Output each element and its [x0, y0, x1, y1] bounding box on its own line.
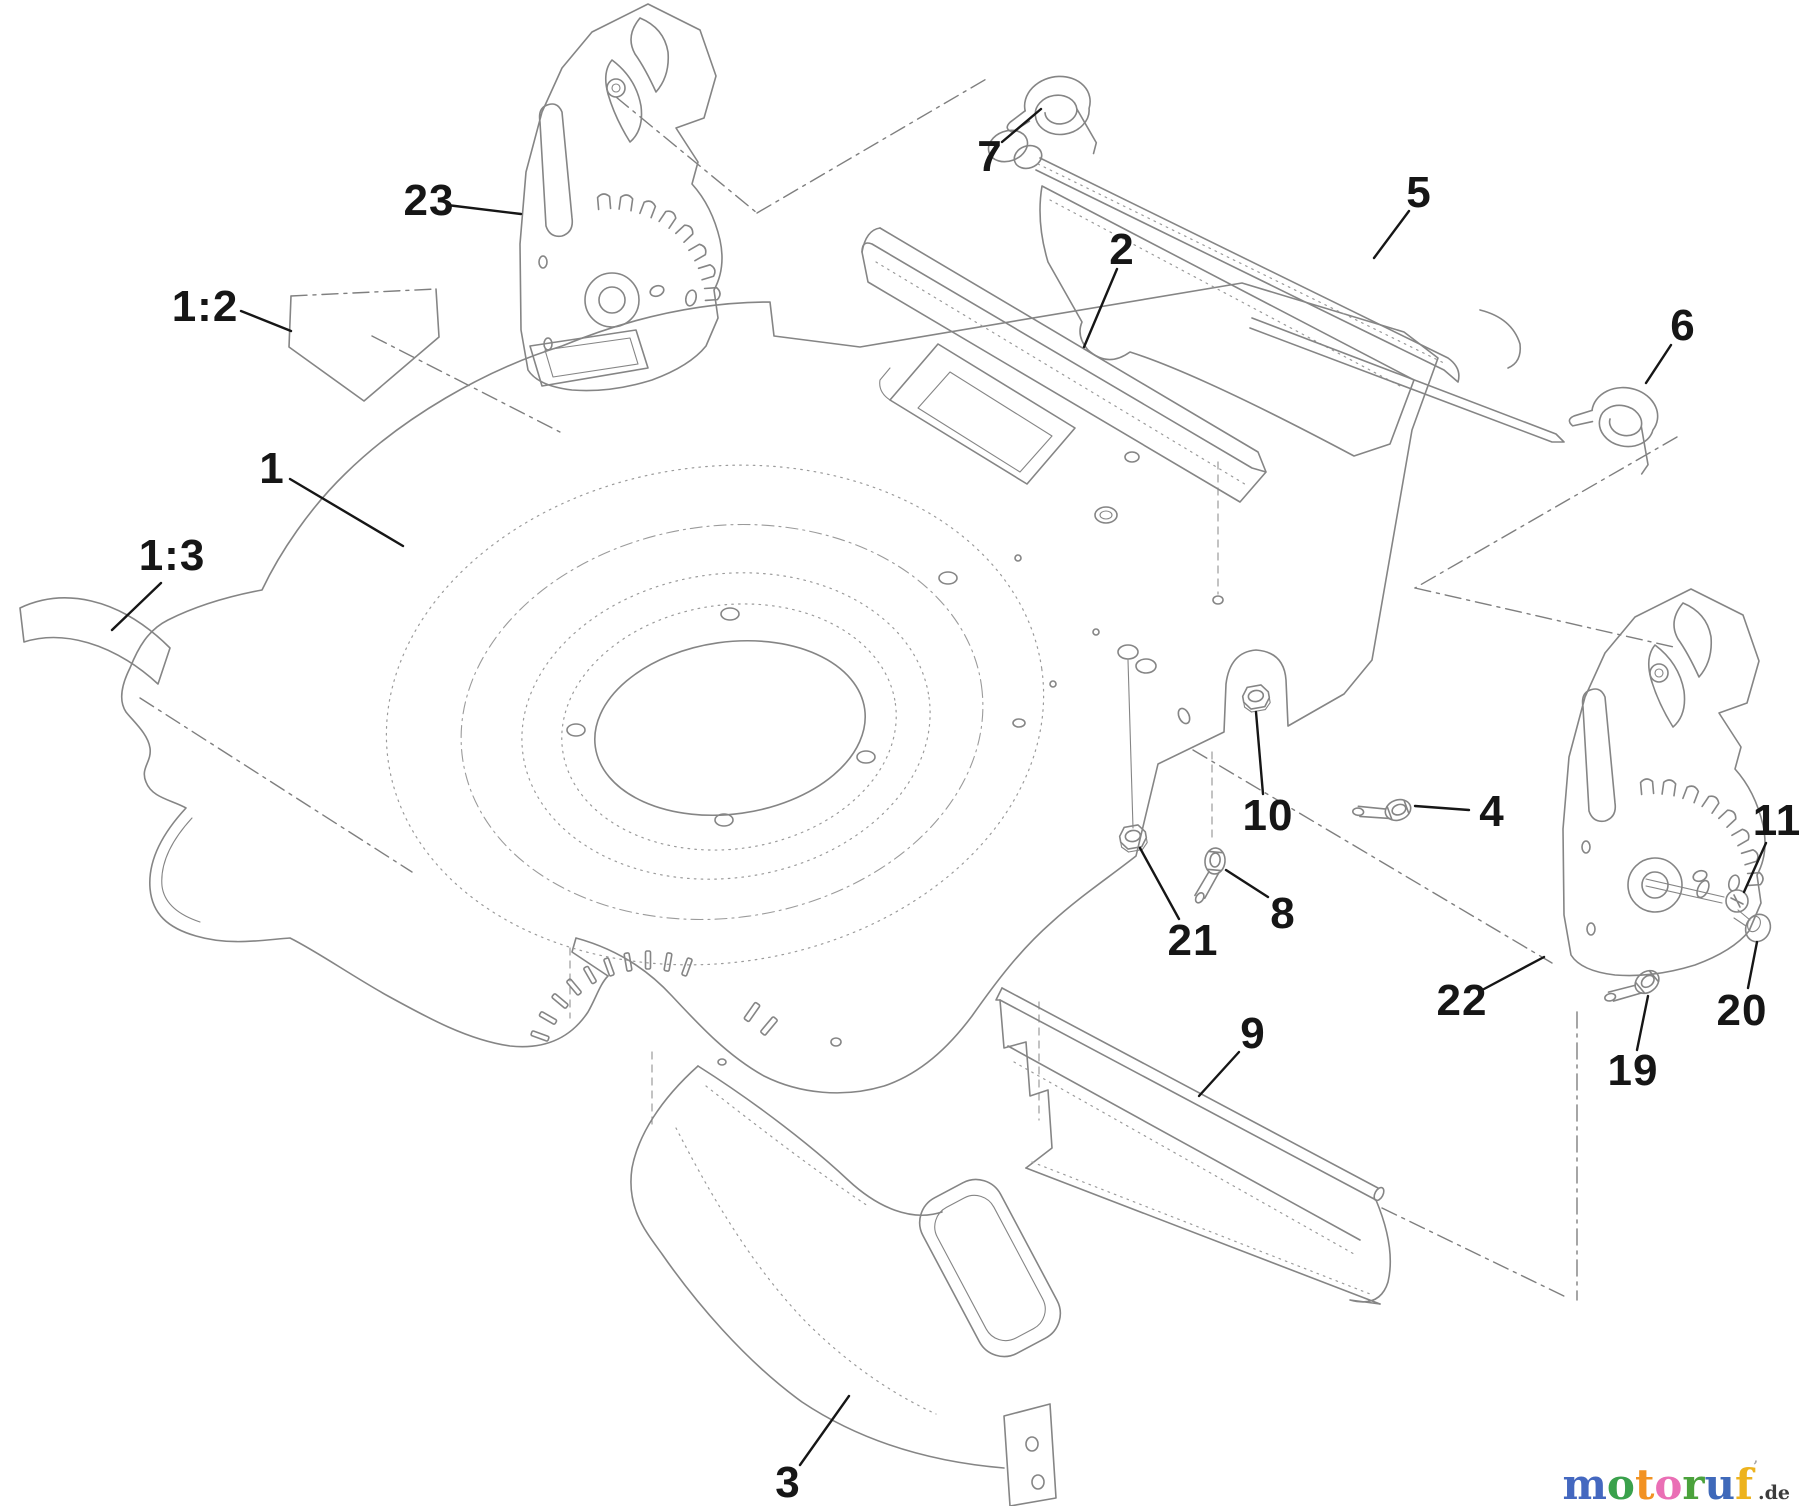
- fastener-knob-20: [1733, 909, 1772, 943]
- logo-letter: o: [1606, 1460, 1635, 1506]
- logo-letter: t: [1634, 1460, 1655, 1506]
- callout-label-1-2: 1:2: [171, 282, 239, 331]
- leader-line-22: [1482, 955, 1546, 991]
- fastener-bolt-19: [1600, 959, 1665, 1020]
- part-discharge-chute: [630, 1065, 1062, 1506]
- logo-letter: m: [1562, 1460, 1607, 1506]
- callout-label-10: 10: [1242, 791, 1294, 840]
- leader-line-2: [1082, 267, 1119, 349]
- leader-line-6: [1644, 343, 1673, 385]
- part-front-baffle: [861, 227, 1267, 503]
- part-decal-1-3: [19, 597, 171, 685]
- leader-line-19: [1635, 994, 1650, 1052]
- fastener-bolt-4: [1349, 788, 1415, 836]
- callout-label-21: 21: [1167, 916, 1219, 965]
- construction-lines: [139, 77, 1679, 1301]
- fastener-screw-11: [1645, 878, 1749, 913]
- logo-letter: o: [1654, 1460, 1683, 1506]
- fastener-bolt-8: [1192, 845, 1227, 907]
- callout-leader-lines: [110, 107, 1768, 1467]
- callout-label-20: 20: [1716, 986, 1768, 1035]
- leader-line-7: [1000, 107, 1043, 144]
- leader-line-21: [1138, 846, 1181, 921]
- callout-label-1-3: 1:3: [138, 531, 206, 580]
- deck-vent-slits: [530, 950, 842, 1066]
- callout-label-1: 1: [259, 444, 285, 493]
- callout-label-6: 6: [1670, 301, 1696, 350]
- part-torsion-spring-right: [1562, 379, 1662, 476]
- callout-label-3: 3: [775, 1458, 801, 1506]
- leader-line-11: [1742, 841, 1768, 894]
- logo-letter: f: [1735, 1460, 1754, 1506]
- leader-line-1-3: [110, 581, 163, 632]
- leader-line-20: [1746, 940, 1759, 990]
- callout-label-2: 2: [1109, 225, 1135, 274]
- logo-suffix: .de: [1758, 1482, 1790, 1504]
- leader-line-10: [1254, 710, 1265, 796]
- leader-line-8: [1224, 868, 1270, 899]
- callout-label-7: 7: [977, 132, 1003, 181]
- leader-line-23: [445, 203, 523, 216]
- leader-line-9: [1197, 1050, 1241, 1098]
- part-main-deck-housing: [120, 282, 1439, 1094]
- logo-letter: r: [1682, 1460, 1705, 1506]
- logo-letter: u: [1704, 1460, 1736, 1506]
- part-rear-baffle: [995, 987, 1392, 1305]
- logo-mark: ’: [1753, 1459, 1758, 1475]
- callout-label-5: 5: [1406, 168, 1432, 217]
- motoruf-logo[interactable]: motoruf’.de: [1562, 1460, 1790, 1506]
- callout-label-11: 11: [1752, 796, 1800, 845]
- callout-label-22: 22: [1436, 976, 1488, 1025]
- callout-label-19: 19: [1607, 1046, 1659, 1095]
- callout-label-9: 9: [1240, 1009, 1266, 1058]
- part-decal-1-2: [288, 288, 440, 402]
- callout-label-23: 23: [403, 176, 455, 225]
- fastener-nut-10: [1240, 683, 1273, 714]
- part-rear-door-assembly: [987, 129, 1565, 457]
- leader-line-1-2: [239, 309, 293, 333]
- part-right-height-bracket: [1563, 589, 1765, 976]
- leader-line-5: [1372, 209, 1411, 260]
- leader-line-1: [288, 477, 405, 548]
- leader-line-3: [798, 1394, 851, 1467]
- callout-label-4: 4: [1479, 787, 1505, 836]
- leader-line-4: [1413, 804, 1471, 812]
- callout-label-8: 8: [1270, 889, 1296, 938]
